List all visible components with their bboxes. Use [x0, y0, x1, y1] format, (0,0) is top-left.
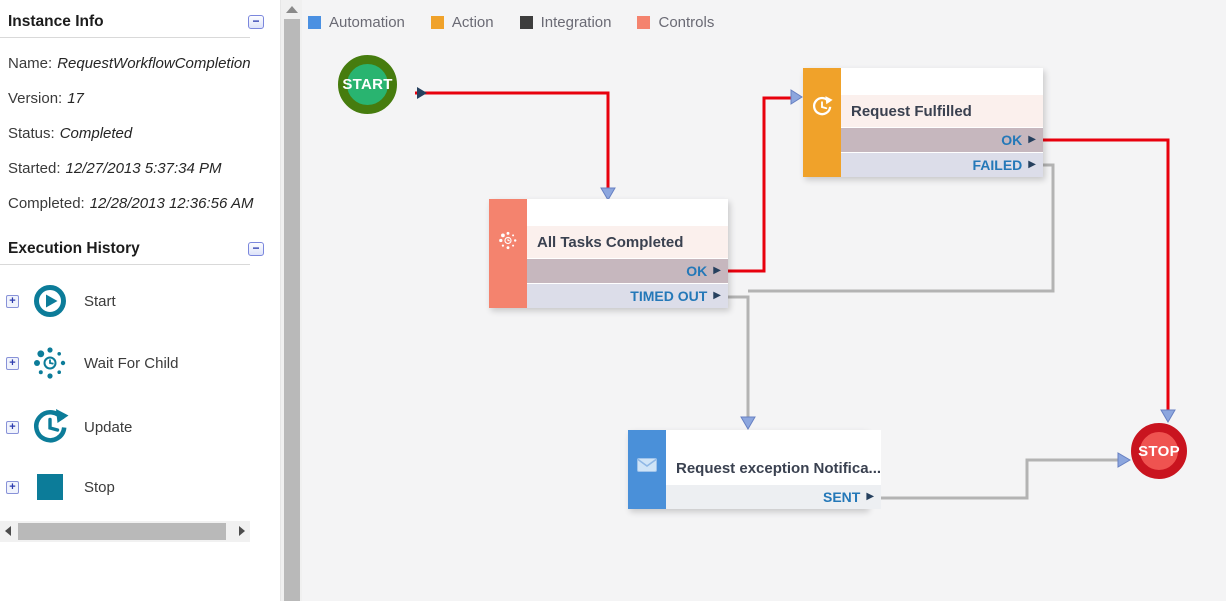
- integration-swatch: [519, 16, 533, 29]
- outcome-arrow-icon: ▶: [1028, 134, 1036, 145]
- scroll-up-icon[interactable]: [286, 6, 298, 13]
- outcome-arrow-icon: ▶: [866, 491, 875, 502]
- node-top-strip: [666, 430, 882, 452]
- history-horizontal-scrollbar[interactable]: [0, 521, 250, 542]
- mail-icon: [637, 458, 657, 477]
- instance-status-field: Status: Completed: [8, 124, 276, 143]
- update-clock-icon: [811, 95, 834, 123]
- instance-completed-value: 12/28/2013 12:36:56 AM: [89, 195, 254, 212]
- start-node[interactable]: START: [338, 55, 397, 114]
- execution-history-title: Execution History: [8, 240, 140, 257]
- history-item-update[interactable]: + Update: [6, 401, 276, 453]
- instance-name-label: Name:: [8, 55, 53, 72]
- scroll-right-icon[interactable]: [239, 526, 245, 536]
- scroll-left-icon[interactable]: [5, 526, 11, 536]
- instance-name-value: RequestWorkflowCompletion: [57, 55, 251, 72]
- outcome-failed[interactable]: FAILED ▶: [841, 152, 1043, 177]
- node-top-strip: [527, 199, 728, 226]
- instance-status-label: Status:: [8, 125, 55, 142]
- legend-item-automation: Automation: [308, 14, 405, 31]
- wait-for-child-icon: [26, 344, 74, 382]
- collapse-execution-history-button[interactable]: −: [248, 242, 264, 256]
- instance-version-value: 17: [67, 90, 84, 107]
- controls-swatch: [637, 16, 651, 29]
- node-title: Request exception Notifica...: [666, 452, 882, 484]
- history-item-wait-for-child[interactable]: + Wait For Child: [6, 337, 276, 389]
- instance-info-header: Instance Info −: [0, 0, 276, 37]
- history-item-label: Stop: [84, 478, 115, 496]
- legend-label: Action: [451, 14, 494, 31]
- outcome-label: FAILED: [972, 157, 1023, 173]
- node-all-tasks-completed[interactable]: All Tasks Completed OK ▶ TIMED OUT ▶: [489, 199, 728, 308]
- action-swatch: [430, 16, 444, 29]
- collapse-instance-info-button[interactable]: −: [248, 15, 264, 29]
- start-node-label: START: [342, 76, 393, 93]
- start-play-icon: [26, 284, 74, 318]
- canvas-vertical-scrollbar[interactable]: [280, 0, 302, 601]
- execution-history-header: Execution History −: [0, 227, 276, 264]
- outcome-ok[interactable]: OK ▶: [527, 258, 728, 283]
- stop-node[interactable]: STOP: [1131, 423, 1187, 479]
- stop-node-label: STOP: [1138, 442, 1180, 460]
- horizontal-scrollbar-thumb[interactable]: [18, 523, 226, 540]
- expand-wait-for-child-button[interactable]: +: [6, 356, 19, 370]
- stop-square-icon: [26, 474, 74, 500]
- legend-label: Controls: [658, 14, 715, 31]
- wait-for-child-icon: [498, 230, 519, 256]
- expand-start-button[interactable]: +: [6, 294, 19, 308]
- node-title: Request Fulfilled: [841, 95, 1043, 127]
- history-item-label: Start: [84, 292, 116, 310]
- controls-category-bar: [489, 199, 527, 308]
- node-request-fulfilled[interactable]: Request Fulfilled OK ▶ FAILED ▶: [803, 68, 1043, 177]
- legend-item-action: Action: [430, 14, 494, 31]
- instance-name-field: Name: RequestWorkflowCompletion: [8, 54, 276, 73]
- outcome-label: TIMED OUT: [630, 288, 708, 304]
- expand-update-button[interactable]: +: [6, 420, 19, 434]
- legend: Automation Action Integration Controls: [308, 14, 714, 31]
- instance-version-label: Version:: [8, 90, 63, 107]
- instance-status-value: Completed: [59, 125, 133, 142]
- node-request-exception-notification[interactable]: Request exception Notifica... SENT ▶: [628, 430, 882, 509]
- diagram-canvas: [302, 0, 1226, 601]
- node-title: All Tasks Completed: [527, 226, 728, 258]
- outcome-timed-out[interactable]: TIMED OUT ▶: [527, 283, 728, 308]
- legend-item-controls: Controls: [637, 14, 714, 31]
- outcome-arrow-icon: ▶: [1028, 159, 1036, 170]
- sidebar: Instance Info − Name: RequestWorkflowCom…: [0, 0, 276, 601]
- outcome-label: OK: [686, 263, 708, 279]
- outcome-arrow-icon: ▶: [713, 290, 721, 301]
- node-top-strip: [841, 68, 1043, 95]
- history-item-label: Wait For Child: [84, 354, 179, 372]
- instance-started-field: Started: 12/27/2013 5:37:34 PM: [8, 159, 276, 178]
- action-category-bar: [803, 68, 841, 177]
- instance-completed-field: Completed: 12/28/2013 12:36:56 AM: [8, 194, 258, 213]
- legend-label: Integration: [540, 14, 612, 31]
- automation-category-bar: [628, 430, 666, 509]
- outcome-arrow-icon: ▶: [713, 265, 721, 276]
- outcome-ok[interactable]: OK ▶: [841, 127, 1043, 152]
- vertical-scrollbar-thumb[interactable]: [284, 19, 300, 601]
- instance-started-label: Started:: [8, 160, 61, 177]
- instance-info-title: Instance Info: [8, 13, 104, 30]
- outcome-label: SENT: [823, 489, 861, 505]
- instance-completed-label: Completed:: [8, 195, 85, 212]
- expand-stop-button[interactable]: +: [6, 480, 19, 494]
- instance-started-value: 12/27/2013 5:37:34 PM: [65, 160, 222, 177]
- divider: [0, 264, 250, 265]
- outcome-sent[interactable]: SENT ▶: [666, 484, 882, 509]
- outcome-label: OK: [1001, 132, 1023, 148]
- instance-version-field: Version: 17: [8, 89, 276, 108]
- legend-item-integration: Integration: [519, 14, 612, 31]
- legend-label: Automation: [329, 14, 405, 31]
- update-clock-icon: [26, 407, 74, 447]
- automation-swatch: [308, 16, 321, 29]
- history-item-start[interactable]: + Start: [6, 275, 276, 327]
- history-item-label: Update: [84, 418, 133, 436]
- history-item-stop[interactable]: + Stop: [6, 461, 276, 513]
- divider: [0, 37, 250, 38]
